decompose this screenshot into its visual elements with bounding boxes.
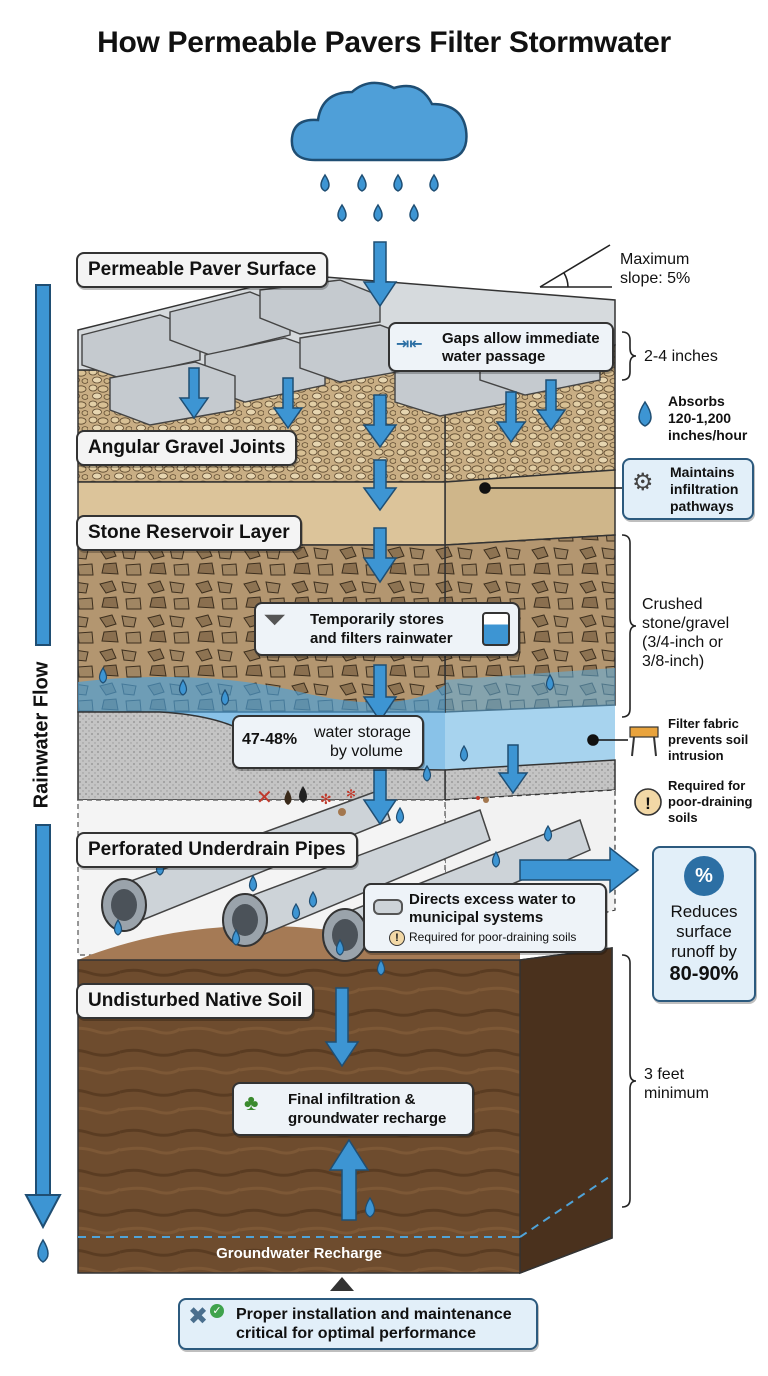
absorbs-line-2: 120-1,200 — [668, 410, 732, 426]
callout-directs: Directs excess water to municipal system… — [363, 883, 607, 953]
slope-indicator — [539, 244, 612, 288]
raindrop-icon — [37, 1238, 49, 1263]
svg-text:!: ! — [645, 794, 651, 813]
raindrop-icon — [638, 400, 652, 427]
directs-note: Required for poor-draining soils — [409, 930, 577, 944]
label-native-soil: Undisturbed Native Soil — [76, 983, 315, 1019]
required-line-2: poor-draining — [668, 794, 753, 809]
final-line-2: groundwater recharge — [288, 1110, 447, 1127]
sand-side-face — [444, 469, 616, 546]
note-soil-depth: 3 feet minimum — [644, 1065, 709, 1103]
callout-gaps: ⇥⇤ Gaps allow immediate water passage — [388, 322, 614, 372]
maintenance-line-2: critical for optimal performance — [236, 1325, 477, 1342]
callout-stores: ⏷ Temporarily stores and filters rainwat… — [254, 602, 520, 656]
soil-depth-line-2: minimum — [644, 1085, 709, 1102]
slope-line-1: Maximum — [620, 251, 690, 268]
directs-line-1: Directs excess water to — [409, 891, 576, 908]
reduces-line-1: Reduces — [670, 902, 738, 921]
soil-side-face — [519, 947, 613, 1275]
storage-line-2: by volume — [330, 743, 403, 760]
fabric-line-2: prevents soil — [668, 732, 749, 747]
check-icon: ✓ — [210, 1304, 224, 1318]
note-required: Required for poor-draining soils — [668, 778, 753, 826]
percent-badge-icon: % — [684, 856, 724, 896]
pipe-icon — [373, 899, 403, 915]
gap-arrows-icon: ⇥⇤ — [396, 336, 423, 353]
raindrop-icon — [98, 666, 555, 1218]
note-slope: Maximum slope: 5% — [620, 250, 690, 288]
crushed-line-1: Crushed — [642, 596, 703, 613]
maintains-line-1: Maintains — [670, 464, 735, 480]
callout-maintenance: ✖ ✓ Proper installation and maintenance … — [178, 1298, 538, 1350]
water-tank-icon — [482, 612, 510, 646]
callout-storage: 47-48% water storage by volume — [232, 715, 424, 769]
note-filter-fabric: Filter fabric prevents soil intrusion — [668, 716, 748, 764]
stores-line-2: and filters rainwater — [310, 630, 453, 647]
note-absorbs: Absorbs 120-1,200 inches/hour — [668, 393, 747, 444]
crushed-line-3: (3/4-inch or — [642, 634, 723, 651]
contaminant-icons: ✕ ✻ ✻ — [256, 786, 489, 816]
tools-icon: ✖ — [188, 1303, 209, 1330]
exclamation-icon: ! — [634, 788, 662, 816]
svg-text:✻: ✻ — [346, 787, 356, 801]
absorbs-line-3: inches/hour — [668, 427, 748, 443]
maintains-line-3: pathways — [670, 498, 734, 514]
fabric-line-3: intrusion — [668, 748, 724, 763]
callout-connectors — [479, 482, 628, 746]
required-line-3: soils — [668, 810, 698, 825]
directs-line-2: municipal systems — [409, 909, 544, 926]
exclamation-icon: ! — [389, 930, 405, 946]
stores-line-1: Temporarily stores — [310, 611, 444, 628]
label-stone-reservoir: Stone Reservoir Layer — [76, 515, 302, 551]
cloud-icon — [290, 81, 468, 162]
svg-text:✻: ✻ — [320, 791, 332, 807]
note-paver-depth: 2-4 inches — [644, 348, 718, 365]
maintenance-line-1: Proper installation and maintenance — [236, 1306, 512, 1323]
funnel-icon: ⏷ — [264, 604, 285, 634]
raindrop-icon — [320, 173, 439, 222]
rainwater-flow-label: Rainwater Flow — [30, 661, 53, 809]
soil-depth-line-1: 3 feet — [644, 1066, 685, 1083]
label-gravel-joints: Angular Gravel Joints — [76, 430, 298, 466]
callout-final: ♣ Final infiltration & groundwater recha… — [232, 1082, 474, 1136]
storage-percent: 47-48% — [242, 731, 298, 748]
fabric-line-1: Filter fabric — [668, 716, 739, 731]
maintains-line-2: infiltration — [670, 481, 739, 497]
reduces-line-3: runoff by — [671, 942, 737, 961]
storage-line-1: water storage — [314, 724, 411, 741]
maintenance-pointer — [330, 1277, 354, 1291]
groundwater-line-side — [519, 1174, 613, 1238]
water-side-face — [445, 668, 615, 770]
groundwater-label: Groundwater Recharge — [216, 1245, 382, 1262]
seedling-icon: ♣ — [244, 1090, 259, 1115]
callout-maintains: ⚙ Maintains infiltration pathways — [622, 458, 754, 520]
gear-icon: ⚙ — [632, 469, 654, 496]
required-line-1: Required for — [668, 778, 746, 793]
page-title: How Permeable Pavers Filter Stormwater — [97, 26, 671, 59]
svg-text:✕: ✕ — [256, 787, 273, 809]
barrier-icon — [629, 726, 659, 757]
reduces-line-2: surface — [676, 922, 732, 941]
side-brackets — [621, 331, 637, 1208]
final-line-1: Final infiltration & — [288, 1091, 416, 1108]
note-crushed: Crushed stone/gravel (3/4-inch or 3/8-in… — [642, 595, 729, 671]
crushed-line-4: 3/8-inch) — [642, 653, 705, 670]
gaps-line-2: water passage — [442, 348, 546, 365]
gaps-line-1: Gaps allow immediate — [442, 330, 600, 347]
water-flow-arrows — [178, 241, 640, 1221]
callout-reduces-runoff: % Reduces surface runoff by 80-90% — [652, 846, 756, 1002]
crushed-line-2: stone/gravel — [642, 615, 730, 632]
reduces-percent: 80-90% — [669, 963, 739, 985]
slope-line-2: slope: 5% — [620, 270, 691, 287]
rainwater-flow-arrow — [24, 284, 62, 1230]
absorbs-line-1: Absorbs — [668, 393, 725, 409]
label-paver-surface: Permeable Paver Surface — [76, 252, 329, 288]
label-underdrain: Perforated Underdrain Pipes — [76, 832, 358, 868]
